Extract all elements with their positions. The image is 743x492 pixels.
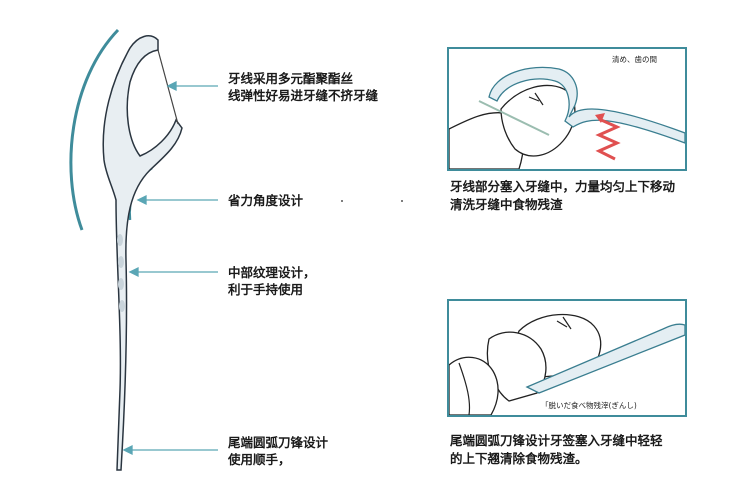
callout-grip-line1: 中部纹理设计，	[228, 265, 316, 280]
callout-floss-line2: 线弹性好易进牙缝不挤牙缝	[228, 88, 379, 103]
pick-tip-in-panel	[525, 323, 685, 394]
callout-tip-line2: 使用顺手，	[228, 452, 291, 467]
panel-top-note: 清め、歯の間	[612, 55, 657, 64]
panel-top-caption-line1: 牙线部分塞入牙缝中，力量均匀上下移动	[450, 179, 676, 194]
callout-angle-line1: 省力角度设计	[228, 193, 304, 208]
floss-string	[157, 49, 179, 125]
floss-line	[478, 100, 550, 136]
panel-bottom-caption: 尾端圆弧刀锋设计牙签塞入牙缝中轻轻 的上下翘清除食物残渣。	[450, 432, 663, 468]
panel-floss-usage: 清め、歯の間	[447, 47, 687, 171]
panel-bottom-caption-line2: 的上下翘清除食物残渣。	[450, 451, 588, 466]
panel-tip-usage: 「脱いだ食べ物残滓(ぎんし)	[447, 299, 687, 417]
callout-floss-line1: 牙线采用多元酯聚酯丝	[228, 71, 354, 86]
tooth-right	[500, 84, 576, 157]
tooth-far	[449, 356, 499, 415]
teeth-floss-illustration	[449, 66, 685, 169]
panel-top-caption: 牙线部分塞入牙缝中，力量均匀上下移动 清洗牙缝中食物残渣	[450, 178, 675, 214]
panel-bottom-caption-line1: 尾端圆弧刀锋设计牙签塞入牙缝中轻轻	[450, 433, 663, 448]
upper-arc-accent	[69, 28, 120, 231]
pick-in-panel	[488, 66, 685, 144]
floss-pick-body	[102, 35, 183, 471]
panel-top-caption-line2: 清洗牙缝中食物残渣	[450, 197, 563, 212]
callout-grip-line2: 利于手持使用	[228, 282, 304, 297]
motion-arrow	[595, 117, 621, 161]
callout-grip: 中部纹理设计， 利于手持使用	[228, 264, 316, 298]
panel-bottom-note: 「脱いだ食べ物残滓(ぎんし)	[541, 401, 637, 410]
callout-floss: 牙线采用多元酯聚酯丝 线弹性好易进牙缝不挤牙缝	[228, 70, 378, 104]
grip-texture	[117, 234, 125, 312]
callout-arrows	[122, 80, 218, 456]
callout-tip: 尾端圆弧刀锋设计 使用顺手，	[228, 434, 328, 468]
callout-tip-line1: 尾端圆弧刀锋设计	[228, 435, 329, 450]
callout-angle: 省力角度设计	[228, 192, 303, 209]
stray-marks	[341, 200, 403, 202]
teeth-tip-illustration	[449, 313, 685, 415]
